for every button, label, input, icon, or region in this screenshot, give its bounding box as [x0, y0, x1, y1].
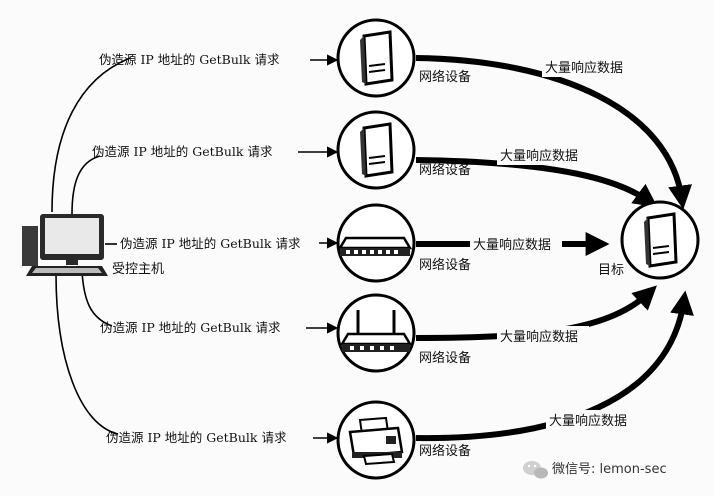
device-label: 网络设备 — [419, 162, 471, 178]
request-label: 伪造源 IP 地址的 GetBulk 请求 — [100, 320, 281, 335]
device-label: 网络设备 — [419, 69, 471, 85]
printer-icon — [348, 416, 404, 466]
response-labels: 大量响应数据 大量响应数据 大量响应数据 大量响应数据 大量响应数据 — [470, 57, 638, 430]
wechat-icon — [523, 461, 548, 479]
watermark-text: 微信号: lemon-sec — [552, 462, 667, 477]
device-label: 网络设备 — [419, 443, 471, 459]
response-label: 大量响应数据 — [500, 329, 578, 345]
response-arrow-5 — [415, 290, 694, 442]
device-label: 网络设备 — [419, 350, 471, 366]
watermark: 微信号: lemon-sec — [523, 461, 667, 479]
request-label: 伪造源 IP 地址的 GetBulk 请求 — [106, 430, 287, 445]
device-label: 网络设备 — [419, 257, 471, 273]
request-curve-1 — [51, 57, 131, 213]
server-icon — [644, 212, 678, 268]
target-label: 目标 — [598, 263, 624, 278]
server-icon — [360, 122, 394, 178]
response-label: 大量响应数据 — [500, 148, 578, 164]
response-arrow-2 — [415, 157, 658, 208]
request-curve-2 — [71, 155, 101, 215]
router-icon — [339, 310, 413, 352]
response-arrow-1 — [415, 55, 692, 210]
request-label: 伪造源 IP 地址的 GetBulk 请求 — [92, 144, 273, 159]
network-device-4: 网络设备 — [336, 293, 471, 373]
network-device-3: 网络设备 — [336, 203, 471, 283]
computer-icon — [22, 214, 108, 276]
request-labels: 伪造源 IP 地址的 GetBulk 请求 伪造源 IP 地址的 GetBulk… — [92, 52, 301, 445]
network-device-2: 网络设备 — [336, 110, 471, 190]
controlled-host-label: 受控主机 — [112, 262, 164, 277]
response-label: 大量响应数据 — [545, 60, 623, 76]
request-label: 伪造源 IP 地址的 GetBulk 请求 — [120, 236, 301, 251]
response-label: 大量响应数据 — [473, 237, 551, 253]
server-icon — [360, 30, 394, 86]
request-arrows — [298, 54, 339, 444]
network-device-1: 网络设备 — [336, 18, 471, 98]
request-curve-4 — [81, 271, 113, 327]
response-label: 大量响应数据 — [549, 413, 627, 429]
request-curve-5 — [55, 273, 119, 435]
request-label: 伪造源 IP 地址的 GetBulk 请求 — [99, 52, 280, 67]
switch-icon — [337, 236, 413, 256]
controlled-host: 受控主机 — [22, 214, 164, 277]
target: 目标 — [598, 200, 700, 280]
network-device-5: 网络设备 — [336, 400, 471, 480]
request-curves — [51, 57, 131, 435]
